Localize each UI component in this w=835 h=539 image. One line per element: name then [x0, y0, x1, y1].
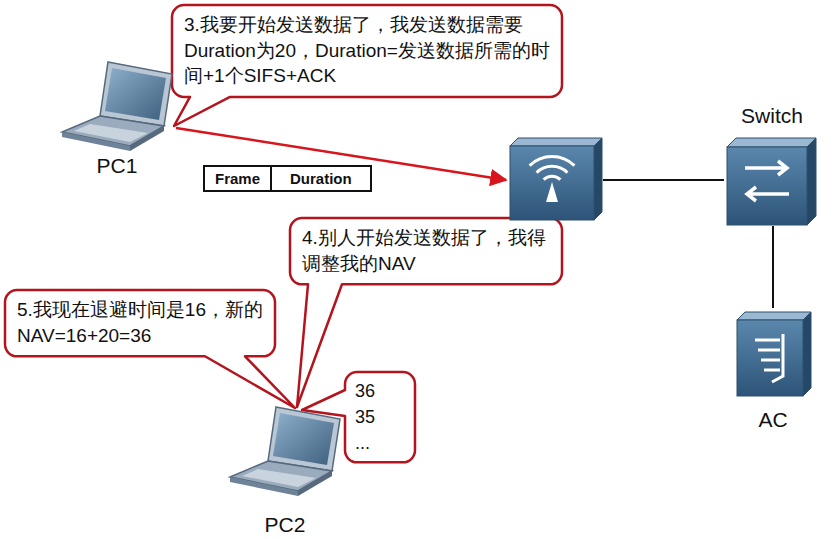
speech-callout: 5.我现在退避时间是16，新的NAV=16+20=36	[5, 290, 275, 356]
frame-field: FrameDuration	[203, 165, 372, 192]
device-label: PC1	[97, 154, 138, 178]
wire	[772, 226, 774, 308]
node-text: 5.我现在退避时间是16，新的NAV=16+20=36	[17, 297, 263, 348]
access-point-icon	[510, 138, 602, 220]
device-label: AC	[758, 408, 787, 432]
callout-outline	[290, 218, 562, 407]
laptop-icon	[62, 62, 172, 151]
node-text: ...	[355, 430, 405, 456]
devices	[62, 62, 816, 496]
node-text: 35	[355, 404, 405, 430]
callout-bubbles	[5, 5, 562, 462]
device-label: PC2	[265, 513, 306, 537]
switch-icon	[727, 138, 816, 225]
node-text: 3.我要开始发送数据了，我发送数据需要Duration为20，Duration=…	[184, 12, 550, 89]
callout-outline	[172, 5, 562, 126]
ac-icon	[737, 312, 811, 396]
laptop-icon	[230, 407, 340, 496]
device-label: Switch	[741, 104, 803, 128]
ac-device: AC	[730, 308, 816, 432]
node-text: Frame	[205, 167, 270, 190]
laptop-pc: PC2	[220, 402, 350, 537]
laptop-pc: PC1	[52, 58, 182, 178]
node-text: Duration	[270, 167, 370, 190]
nav-countdown: 3635...	[345, 372, 415, 462]
node-text: 36	[355, 378, 405, 404]
speech-callout: 4.别人开始发送数据了，我得调整我的NAV	[290, 218, 562, 284]
callout-outline	[5, 290, 295, 408]
speech-callout: 3.我要开始发送数据了，我发送数据需要Duration为20，Duration=…	[172, 5, 562, 97]
node-text: 4.别人开始发送数据了，我得调整我的NAV	[302, 225, 550, 276]
wire	[603, 179, 724, 181]
switch-device: Switch	[720, 104, 824, 226]
